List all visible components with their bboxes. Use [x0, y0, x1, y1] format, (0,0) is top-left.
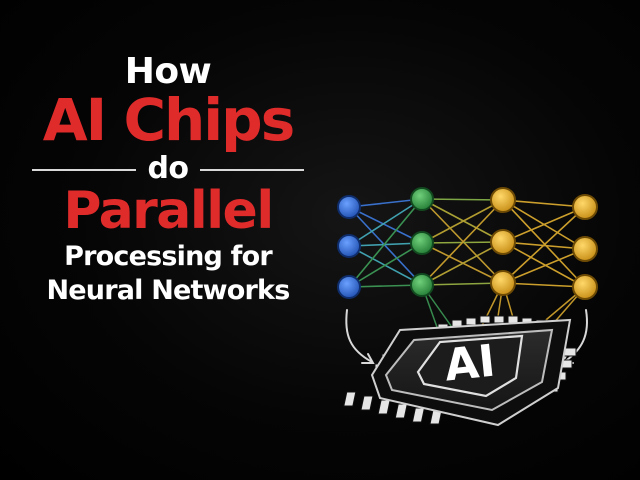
title-parallel: Parallel	[63, 181, 274, 241]
title-neural-networks: Neural Networks	[46, 275, 291, 306]
node-green-2	[410, 231, 434, 255]
layer-4-nodes	[572, 194, 598, 300]
neural-network-illustration: AI	[337, 187, 598, 427]
divider-line-left	[32, 169, 136, 171]
node-yellow-6	[572, 274, 598, 300]
node-blue-1	[337, 195, 361, 219]
layer-1-nodes	[337, 195, 361, 299]
title-block: How AI Chips do Parallel Processing for …	[18, 52, 318, 308]
title-processing-for: Processing for	[64, 241, 273, 272]
node-yellow-4	[572, 194, 598, 220]
connections-green-yellow	[421, 198, 504, 286]
ai-chip: AI	[370, 318, 572, 427]
node-yellow-3	[490, 270, 516, 296]
node-yellow-5	[572, 236, 598, 262]
title-ai-chips: AI Chips	[42, 86, 295, 154]
node-green-1	[410, 187, 434, 211]
connections-blue-green	[348, 198, 423, 288]
title-how: How	[124, 51, 212, 92]
title-do-row: do	[18, 150, 318, 188]
arrow-left	[345, 309, 375, 364]
connections-yellow-yellow	[502, 199, 586, 288]
layer-2-nodes	[410, 187, 434, 297]
node-blue-2	[337, 234, 361, 258]
node-yellow-2	[490, 229, 516, 255]
title-do: do	[147, 151, 189, 186]
divider-line-right	[200, 169, 304, 171]
layer-3-nodes	[490, 187, 516, 296]
node-blue-3	[337, 275, 361, 299]
node-yellow-1	[490, 187, 516, 213]
chip-label: AI	[442, 336, 497, 392]
node-green-3	[410, 273, 434, 297]
